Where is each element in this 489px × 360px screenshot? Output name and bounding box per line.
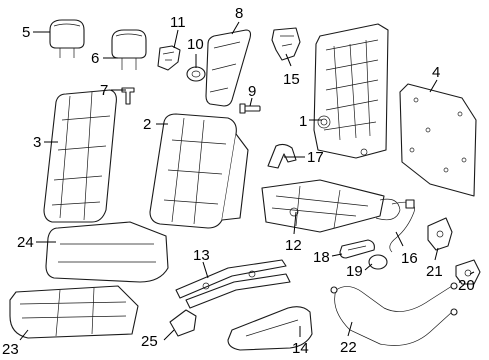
part-1-frame (313, 23, 389, 159)
part-10-bushing (186, 66, 206, 82)
part-21-cover (427, 217, 453, 251)
callout-19: 19 (346, 263, 363, 280)
callout-9: 9 (248, 83, 256, 100)
callout-4: 4 (432, 64, 440, 81)
part-3-back-cover (43, 89, 117, 223)
part-14-shield (227, 306, 313, 351)
part-9-bolt (239, 103, 261, 114)
part-5-headrest (49, 19, 85, 58)
callout-20: 20 (458, 277, 475, 294)
callout-1: 1 (299, 113, 307, 130)
callout-5: 5 (22, 24, 30, 41)
part-17-rod (267, 143, 297, 169)
callout-7: 7 (100, 82, 108, 99)
callout-14: 14 (292, 340, 309, 357)
callout-22: 22 (340, 339, 357, 356)
callout-13: 13 (193, 247, 210, 264)
part-7-screw (121, 87, 135, 105)
callouts: 5 6 7 11 10 8 9 15 1 4 3 2 17 12 16 18 1… (2, 5, 475, 358)
callout-10: 10 (187, 36, 204, 53)
part-19-knob (368, 254, 388, 270)
callout-12: 12 (285, 237, 302, 254)
callout-16: 16 (401, 250, 418, 267)
part-25-clip (169, 309, 197, 337)
callout-18: 18 (313, 249, 330, 266)
part-23-cushion-cover (9, 285, 139, 339)
part-13-rails (175, 259, 291, 309)
callout-17: 17 (307, 149, 324, 166)
part-20-cover (455, 259, 481, 285)
part-8-pad (205, 29, 252, 107)
part-22-cable (330, 282, 458, 346)
callout-24: 24 (17, 234, 34, 251)
part-11-guide (157, 45, 181, 71)
callout-21: 21 (426, 263, 443, 280)
callout-15: 15 (283, 71, 300, 88)
callout-8: 8 (235, 5, 243, 22)
part-24-cushion-pad (45, 221, 169, 283)
part-16-cable (389, 199, 415, 253)
callout-2: 2 (143, 116, 151, 133)
callout-25: 25 (141, 333, 158, 350)
leader-lines (19, 21, 475, 341)
part-2-back-assembly (149, 113, 249, 229)
part-4-back-panel (399, 83, 477, 197)
callout-23: 23 (2, 341, 19, 358)
part-6-headrest (111, 29, 147, 70)
callout-6: 6 (91, 50, 99, 67)
part-12-cushion-frame (261, 179, 401, 233)
part-18-handle (339, 239, 375, 259)
callout-3: 3 (33, 134, 41, 151)
callout-11: 11 (170, 14, 186, 31)
